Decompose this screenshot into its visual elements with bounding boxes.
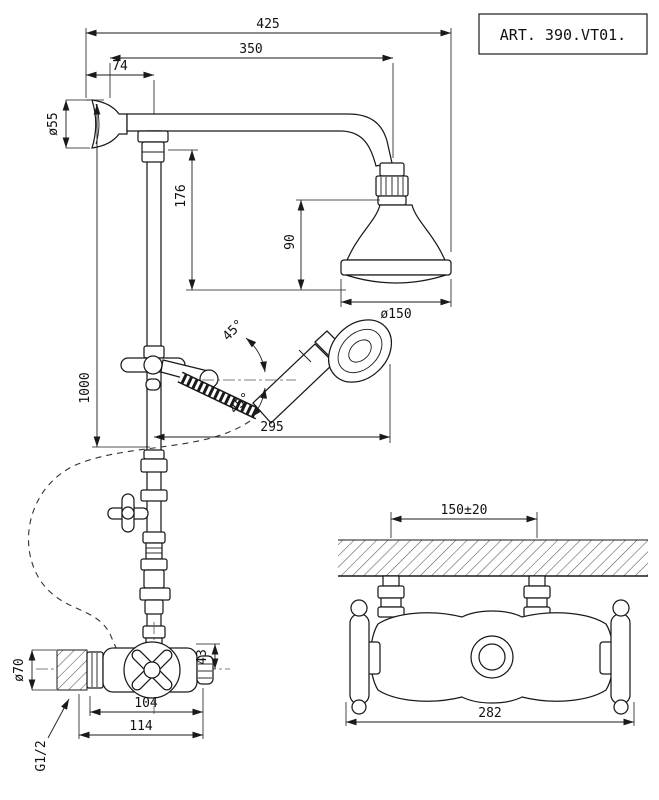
dim-104-label: 104: [134, 696, 158, 711]
riser-column: [137, 130, 171, 653]
dim-valve-diameter: ø70: [12, 649, 56, 691]
dim-flange-diameter: ø55: [46, 99, 90, 149]
dim-valve-total-width: 114: [78, 694, 204, 739]
dim-425-label: 425: [256, 17, 279, 32]
valve-front-view: [338, 539, 648, 715]
dim-74-label: 74: [112, 59, 128, 74]
valve-side-view: [36, 622, 230, 714]
dim-column-height: 1000: [78, 99, 150, 448]
dim-head-drop: 176: [168, 149, 346, 291]
dim-overall-width: 425: [85, 17, 452, 252]
dim-150pm-label: 150±20: [441, 503, 488, 518]
dim-head-height: 90: [283, 199, 380, 290]
dim-43-label: 43: [195, 649, 210, 665]
dim-head-diameter: ø150: [340, 279, 452, 322]
shower-head: [340, 162, 452, 284]
handshower-head: [327, 319, 393, 383]
dim-inlet-spacing: 150±20: [390, 503, 538, 538]
dim-handset-reach: 295: [154, 364, 391, 443]
dim-70-label: ø70: [12, 658, 27, 681]
dim-valve-front-width: 282: [345, 702, 635, 726]
dim-150-label: ø150: [380, 307, 411, 322]
handshower-hose-ribbed: [177, 371, 261, 420]
diverter-handle: [107, 493, 149, 533]
flexible-hose: [27, 420, 251, 651]
dim-350-label: 350: [239, 42, 262, 57]
article-number: ART. 390.VT01.: [500, 26, 626, 44]
dim-1000-label: 1000: [78, 372, 93, 403]
handshower-bracket: [120, 345, 219, 391]
dim-282-label: 282: [478, 706, 501, 721]
title-block: ART. 390.VT01.: [478, 13, 648, 55]
dim-arm-projection: 350: [109, 42, 394, 158]
thread-label: G1/2: [34, 740, 49, 771]
dim-connection-thread: G1/2: [34, 698, 70, 772]
dim-176-label: 176: [174, 184, 189, 207]
dim-55-label: ø55: [46, 112, 61, 135]
dim-90-label: 90: [283, 234, 298, 250]
dim-114-label: 114: [129, 719, 153, 734]
dim-295-label: 295: [260, 420, 283, 435]
dim-valve-body-width: 104: [89, 688, 204, 716]
dim-valve-offset: 43: [195, 643, 220, 669]
dim-45-upper-label: 45°: [220, 317, 247, 344]
